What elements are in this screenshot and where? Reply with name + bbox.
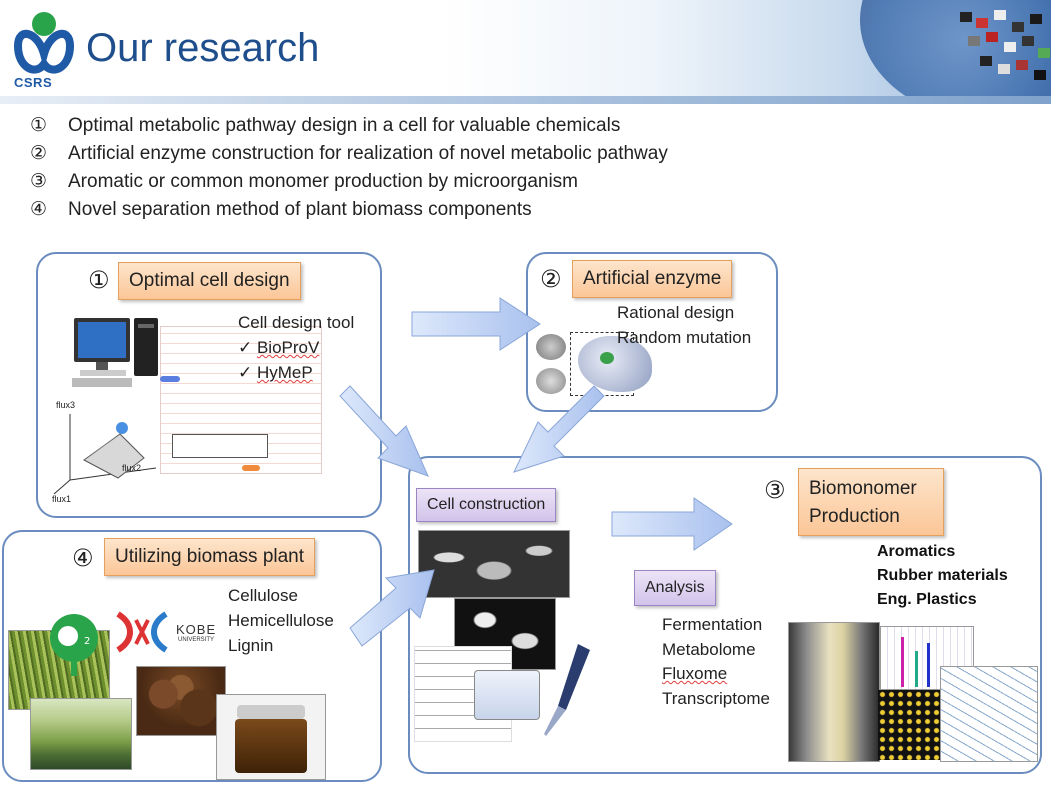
enzyme-item: Random mutation	[617, 328, 752, 347]
cell-micrograph-photo	[418, 530, 570, 598]
product-item: Eng. Plastics	[877, 591, 977, 608]
kobe-logo-text: KOBE	[176, 622, 217, 637]
computer-icon	[72, 318, 158, 387]
kobe-university-logo-icon	[116, 611, 168, 653]
analysis-item: Metabolome	[662, 640, 756, 659]
tool-item: ✓ BioProV	[238, 338, 320, 357]
analysis-item: Fluxome	[662, 664, 728, 683]
box1-number: ①	[88, 267, 110, 294]
axis-label-flux2: flux2	[122, 463, 142, 473]
pathway-highlight	[172, 434, 268, 458]
box3-label: Biomonomer Production	[798, 468, 944, 536]
pathway-node	[242, 465, 260, 471]
page-title: Our research	[86, 26, 320, 70]
gel-device-image	[474, 670, 540, 720]
cell-design-tool-title: Cell design tool	[238, 313, 355, 332]
lignin-photo	[136, 666, 226, 736]
plant-tray-photo	[30, 698, 132, 770]
analysis-label: Analysis	[634, 570, 716, 606]
cell-construction-label: Cell construction	[416, 488, 557, 522]
enzyme-item: Rational design	[617, 303, 735, 322]
jar-photo	[216, 694, 326, 780]
arrow-down-left-icon	[513, 385, 605, 473]
box4-label: Utilizing biomass plant	[104, 538, 316, 576]
csrs-logo-icon	[13, 12, 75, 74]
header-band	[0, 0, 1051, 104]
axis-label-flux3: flux3	[56, 400, 76, 410]
flux-map-image	[940, 666, 1038, 762]
biomass-item: Hemicellulose	[228, 611, 334, 630]
pathway-node	[160, 376, 180, 382]
box3-number: ③	[764, 477, 786, 504]
arrow-up-right-icon	[349, 569, 435, 647]
co2-logo-icon: 2	[50, 614, 98, 676]
logo-text: CSRS	[14, 75, 53, 90]
arrow-right-icon	[611, 497, 733, 551]
product-list: Aromatics Rubber materials Eng. Plastics	[877, 540, 1008, 612]
enzyme-structure-image	[530, 326, 670, 402]
analysis-item: Transcriptome	[662, 689, 771, 708]
biomass-item: Lignin	[228, 636, 274, 655]
analysis-item: Fermentation	[662, 615, 763, 634]
product-item: Rubber materials	[877, 567, 1008, 584]
box1-label: Optimal cell design	[118, 262, 301, 300]
kobe-logo-subtext: UNIVERSITY	[178, 637, 215, 643]
axis-label-flux1: flux1	[52, 494, 72, 504]
header-stripe	[0, 96, 1051, 104]
plasmid-diagram-image	[414, 646, 512, 742]
microarray-photo	[878, 690, 940, 760]
box2-label: Artificial enzyme	[572, 260, 733, 298]
box2-number: ②	[540, 266, 562, 293]
photo-tiles	[950, 8, 1050, 88]
svg-text:2: 2	[84, 636, 90, 647]
product-item: Aromatics	[877, 543, 956, 560]
flux-space-diagram	[53, 414, 157, 495]
arrow-right-icon	[411, 297, 541, 351]
pipette-icon	[544, 644, 590, 736]
arrow-down-right-icon	[339, 385, 429, 477]
box4-number: ④	[72, 545, 94, 572]
tool-item: ✓ HyMeP	[238, 363, 313, 382]
biomass-item: Cellulose	[228, 586, 298, 605]
